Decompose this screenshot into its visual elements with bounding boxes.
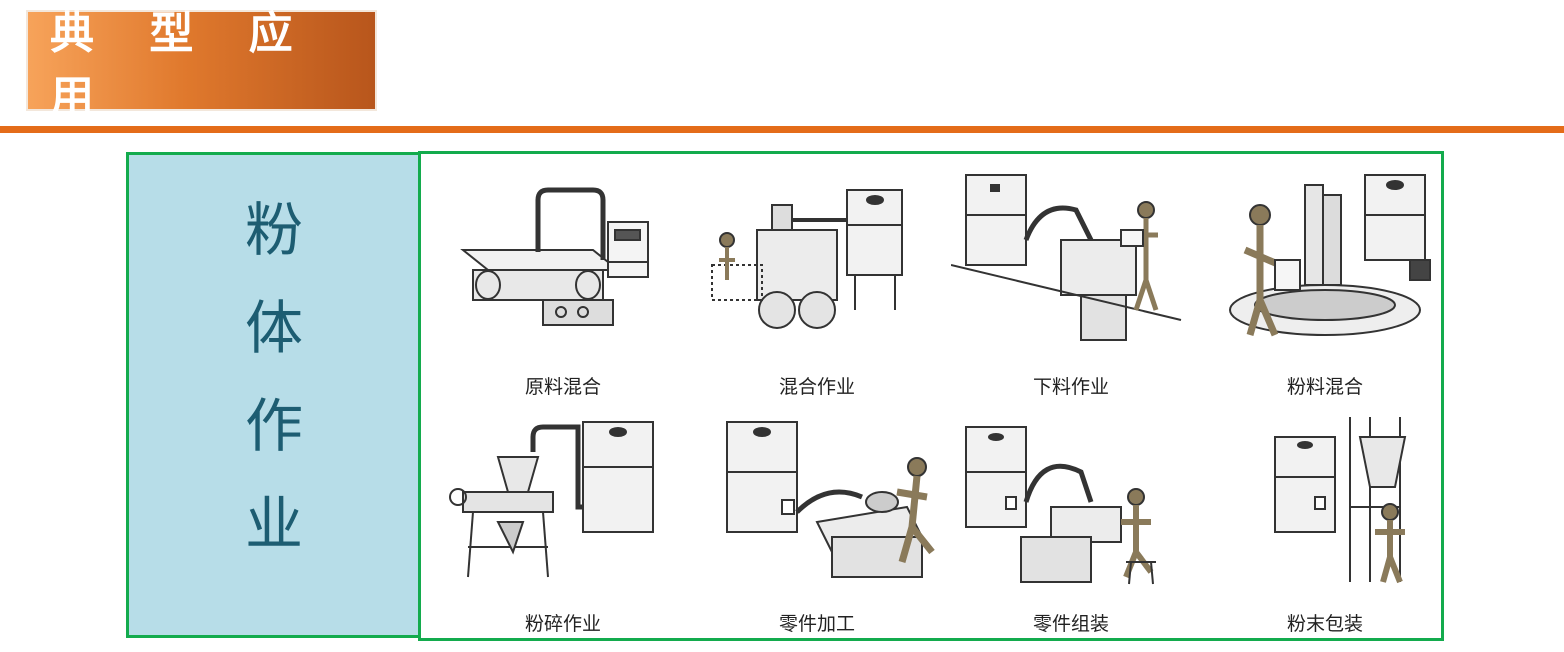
page-title: 典 型 应 用	[50, 7, 313, 123]
application-item: 下料作业	[941, 162, 1201, 398]
mixing-machine-icon	[460, 187, 649, 326]
application-caption: 混合作业	[778, 376, 855, 398]
application-item: 原料混合	[433, 162, 693, 398]
application-caption: 粉末包装	[1286, 613, 1363, 635]
powder-packaging-icon	[1274, 417, 1407, 584]
application-caption: 原料混合	[524, 376, 601, 398]
application-caption: 零件组装	[1032, 613, 1109, 635]
title-banner: 典 型 应 用	[26, 8, 377, 123]
application-item: 零件组装	[941, 404, 1201, 635]
crusher-icon	[449, 421, 654, 578]
part-processing-icon	[726, 421, 935, 578]
application-grid: 原料混合 混合作业	[418, 151, 1444, 641]
assembly-bench-icon	[965, 426, 1156, 585]
application-caption: 粉料混合	[1286, 376, 1363, 398]
mixing-station-icon	[711, 189, 903, 329]
application-caption: 零件加工	[778, 613, 855, 635]
feeding-station-icon	[951, 174, 1182, 341]
application-item: 零件加工	[687, 404, 947, 635]
application-item: 粉碎作业	[433, 404, 693, 635]
category-char: 体	[244, 294, 303, 362]
category-char: 作	[244, 392, 303, 460]
application-caption: 下料作业	[1032, 376, 1109, 398]
powder-mixer-icon	[1229, 174, 1431, 337]
category-char: 业	[244, 490, 303, 558]
header-divider	[0, 126, 1564, 133]
application-caption: 粉碎作业	[524, 613, 601, 635]
application-item: 粉末包装	[1195, 404, 1455, 635]
application-item: 粉料混合	[1195, 162, 1455, 398]
category-panel: 粉 体 作 业	[126, 152, 422, 638]
category-char: 粉	[244, 196, 303, 264]
application-item: 混合作业	[687, 162, 947, 398]
